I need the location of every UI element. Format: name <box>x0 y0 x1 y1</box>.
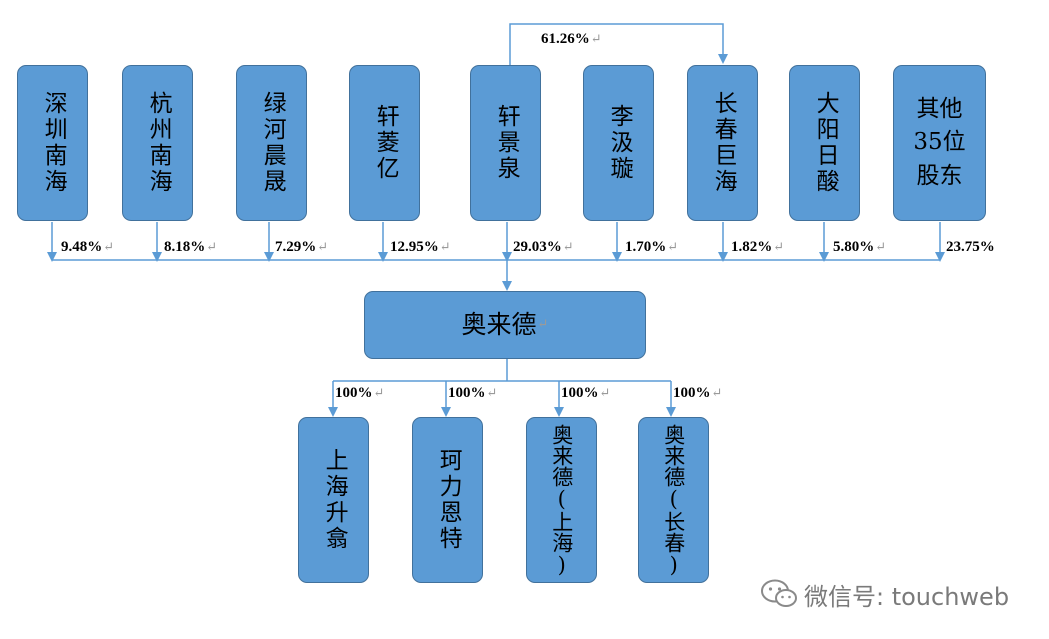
shareholder-name: 长春巨海 <box>710 91 737 195</box>
subsidiary-name: 奥来德(长春) <box>661 423 686 577</box>
shareholding-label-7: 1.82%↵ <box>731 239 785 255</box>
shareholding-label-3: 7.29%↵ <box>275 239 329 255</box>
shareholding-label-9: 23.75% <box>946 239 995 255</box>
shareholding-label-6: 1.70%↵ <box>625 239 679 255</box>
shareholder-name: 深圳南海 <box>40 91 67 195</box>
subsidiary-box-1: 上海升翕 <box>298 417 369 583</box>
shareholder-name: 轩菱亿 <box>372 104 399 182</box>
shareholding-label-1: 9.48%↵ <box>61 239 115 255</box>
shareholder-box-6: 李汲璇 <box>583 65 654 221</box>
shareholder-name: 李汲璇 <box>606 104 633 182</box>
cross-holding-line <box>509 23 728 65</box>
shareholder-name: 大阳日酸 <box>812 91 839 195</box>
shareholder-box-9: 其他 35位 股东 <box>893 65 986 221</box>
cross-holding-label: 61.26%↵ <box>541 31 602 47</box>
shareholding-label-4: 12.95%↵ <box>390 239 451 255</box>
wechat-icon <box>761 579 797 607</box>
shareholder-box-7: 长春巨海 <box>687 65 758 221</box>
shareholding-label-2: 8.18%↵ <box>164 239 218 255</box>
subsidiary-pct-label-1: 100%↵ <box>335 385 385 401</box>
shareholder-name: 其他 35位 股东 <box>913 95 966 189</box>
shareholding-label-8: 5.80%↵ <box>833 239 887 255</box>
subsidiary-pct-label-3: 100%↵ <box>561 385 611 401</box>
subsidiary-name: 奥来德(上海) <box>549 423 574 577</box>
shareholder-name: 杭州南海 <box>145 91 172 195</box>
subsidiary-name: 珂力恩特 <box>435 448 462 552</box>
shareholder-box-8: 大阳日酸 <box>789 65 860 221</box>
shareholder-name: 轩景泉 <box>493 104 520 182</box>
wechat-watermark: 微信号: touchweb <box>760 577 1009 611</box>
shareholder-box-2: 杭州南海 <box>122 65 193 221</box>
company-name: 奥来德 <box>461 309 537 339</box>
subsidiary-box-2: 珂力恩特 <box>412 417 483 583</box>
company-box: 奥来德↵ <box>364 291 646 359</box>
shareholder-name: 绿河晨晟 <box>259 91 286 195</box>
subsidiary-pct-label-4: 100%↵ <box>673 385 723 401</box>
shareholder-box-5: 轩景泉 <box>470 65 541 221</box>
subsidiary-box-4: 奥来德(长春) <box>638 417 709 583</box>
shareholder-box-3: 绿河晨晟 <box>236 65 307 221</box>
watermark-text: 微信号: touchweb <box>804 582 1010 611</box>
subsidiary-name: 上海升翕 <box>321 448 348 552</box>
shareholder-box-1: 深圳南海 <box>17 65 88 221</box>
shareholding-label-5: 29.03%↵ <box>513 239 574 255</box>
subsidiary-pct-label-2: 100%↵ <box>448 385 498 401</box>
subsidiary-box-3: 奥来德(上海) <box>526 417 597 583</box>
shareholder-box-4: 轩菱亿 <box>349 65 420 221</box>
